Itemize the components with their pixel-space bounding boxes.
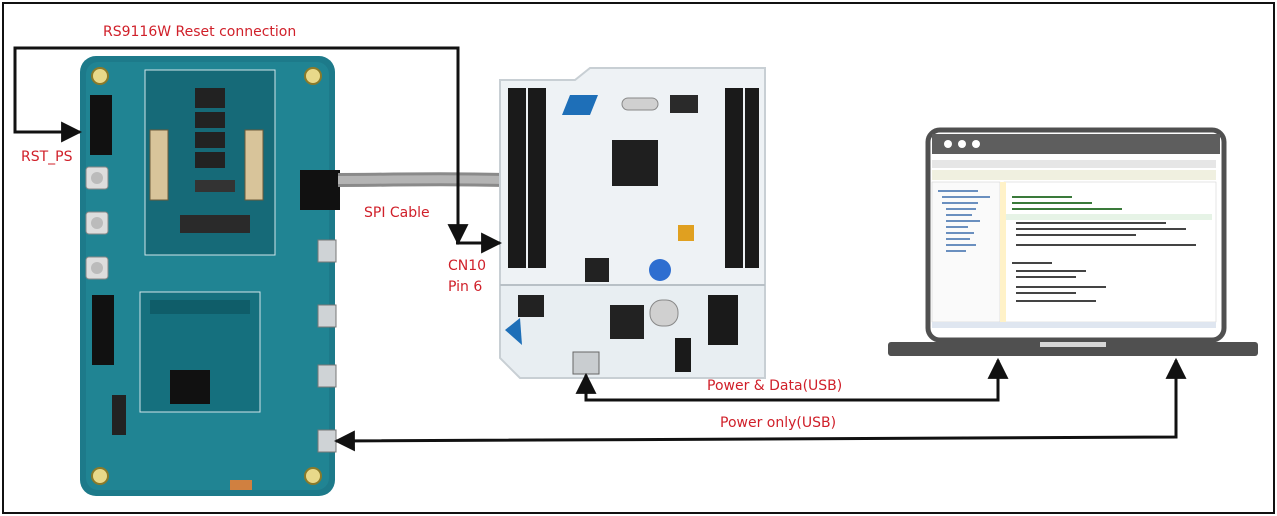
power-data-usb-label: Power & Data(USB) — [707, 378, 842, 394]
reset-connection-label: RS9116W Reset connection — [103, 24, 296, 40]
cn10-label: CN10 — [448, 258, 486, 274]
rst-ps-label: RST_PS — [21, 149, 73, 165]
laptop — [888, 130, 1258, 356]
evk-board — [80, 56, 340, 496]
laptop-screen-ide — [932, 160, 1216, 328]
nucleo-board — [500, 68, 765, 378]
spi-cable-label: SPI Cable — [364, 205, 430, 221]
power-only-usb-label: Power only(USB) — [720, 415, 836, 431]
pin6-label: Pin 6 — [448, 279, 482, 295]
